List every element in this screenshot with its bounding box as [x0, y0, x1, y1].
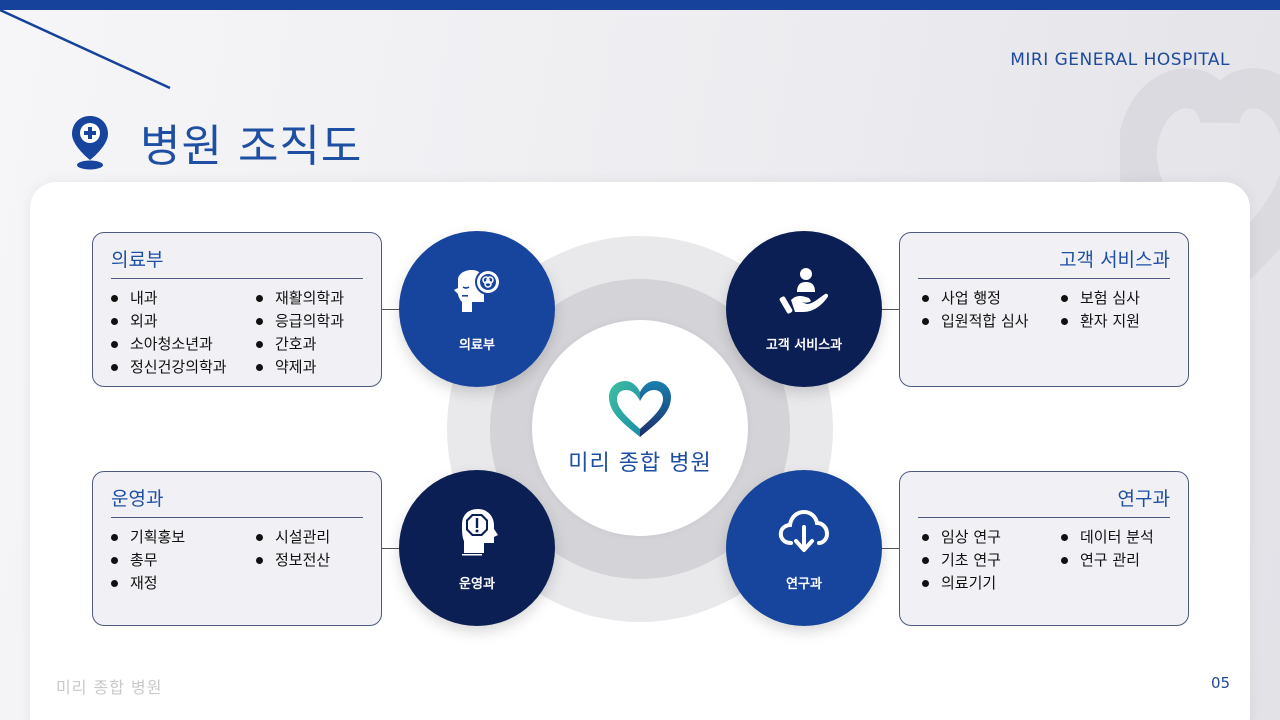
location-pin-plus-icon	[72, 116, 108, 170]
list-item: 보험 심사	[1061, 287, 1140, 310]
cloud-download-icon	[778, 509, 830, 552]
top-accent-bar	[0, 0, 1280, 10]
brand-english-name: MIRI GENERAL HOSPITAL	[1010, 50, 1230, 70]
hand-person-care-icon	[779, 267, 829, 314]
connector-research	[880, 548, 900, 549]
node-label: 운영과	[459, 576, 495, 592]
list-item: 기획홍보	[111, 526, 256, 549]
node-research[interactable]: 연구과	[726, 470, 882, 626]
page-header: 병원 조직도	[70, 110, 362, 174]
list-item: 재정	[111, 572, 256, 595]
list-item: 재활의학과	[256, 287, 344, 310]
node-label: 의료부	[459, 337, 495, 353]
list-item: 내과	[111, 287, 256, 310]
list-item: 환자 지원	[1061, 310, 1140, 333]
connector-operations	[382, 548, 400, 549]
decorative-diagonal-line	[0, 8, 171, 90]
node-label: 고객 서비스과	[765, 337, 843, 353]
box-title: 운영과	[111, 484, 363, 518]
list-item: 시설관리	[256, 526, 330, 549]
box-title: 의료부	[111, 245, 363, 279]
head-mind-icon	[454, 268, 501, 312]
list-item: 사업 행정	[922, 287, 1061, 310]
department-box-medical: 의료부 내과 외과 소아청소년과 정신건강의학과 재활의학과 응급의학과 간호과…	[92, 232, 382, 387]
list-item: 약제과	[256, 356, 344, 379]
list-item: 간호과	[256, 333, 344, 356]
list-item: 데이터 분석	[1061, 526, 1154, 549]
box-title: 고객 서비스과	[918, 245, 1170, 279]
heart-logo-icon	[609, 381, 671, 437]
node-customer-service[interactable]: 고객 서비스과	[726, 231, 882, 387]
connector-customer-service	[880, 309, 900, 310]
list-item: 의료기기	[922, 572, 1061, 595]
head-alert-icon	[462, 508, 498, 555]
list-item: 총무	[111, 549, 256, 572]
connector-medical	[382, 309, 400, 310]
list-item: 정보전산	[256, 549, 330, 572]
list-item: 외과	[111, 310, 256, 333]
list-item: 연구 관리	[1061, 549, 1154, 572]
node-medical[interactable]: 의료부	[399, 231, 555, 387]
node-label: 연구과	[786, 576, 822, 592]
list-item: 임상 연구	[922, 526, 1061, 549]
list-item: 정신건강의학과	[111, 356, 256, 379]
department-box-customer-service: 고객 서비스과 사업 행정 입원적합 심사 보험 심사 환자 지원	[899, 232, 1189, 387]
list-item: 기초 연구	[922, 549, 1061, 572]
list-item: 소아청소년과	[111, 333, 256, 356]
list-item: 응급의학과	[256, 310, 344, 333]
page-number: 05	[1211, 674, 1231, 692]
department-box-research: 연구과 임상 연구 기초 연구 의료기기 데이터 분석 연구 관리	[899, 471, 1189, 626]
hospital-name: 미리 종합 병원	[568, 451, 712, 476]
footer-hospital-name: 미리 종합 병원	[56, 678, 163, 697]
background-heart-icon	[1120, 68, 1280, 300]
page-title: 병원 조직도	[140, 121, 363, 172]
list-item: 입원적합 심사	[922, 310, 1061, 333]
hospital-center-node: 미리 종합 병원	[532, 320, 748, 536]
box-title: 연구과	[918, 484, 1170, 518]
node-operations[interactable]: 운영과	[399, 470, 555, 626]
department-box-operations: 운영과 기획홍보 총무 재정 시설관리 정보전산	[92, 471, 382, 626]
